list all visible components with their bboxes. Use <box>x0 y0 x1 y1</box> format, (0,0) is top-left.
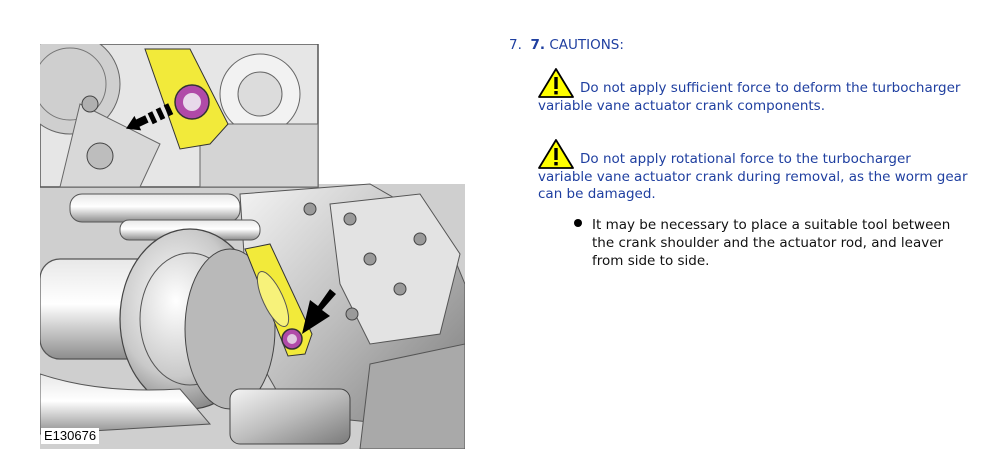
direction-arrow-icon <box>302 289 336 334</box>
procedure-step: 7. 7. CAUTIONS: <box>509 36 979 54</box>
caution-1-text: Do not apply sufficient force to deform … <box>538 80 961 114</box>
cautions-title: CAUTIONS: <box>549 37 624 53</box>
actuator-crank-highlight <box>244 243 313 357</box>
removal-arrow-icon <box>126 103 174 131</box>
step-number-bold: 7. <box>530 37 546 53</box>
turbocharger-illustration <box>40 44 465 449</box>
caution-1: Do not apply sufficient force to deform … <box>538 68 968 115</box>
inset-detail-view <box>40 44 319 188</box>
warning-triangle-icon <box>538 68 574 98</box>
step-number: 7. <box>509 37 522 53</box>
figure-id-label: E130676 <box>41 428 100 444</box>
warning-triangle-icon <box>538 139 574 169</box>
caution-2-text: Do not apply rotational force to the tur… <box>538 151 968 202</box>
step-heading: 7. 7. CAUTIONS: <box>509 36 979 54</box>
bullet-item: It may be necessary to place a suitable … <box>592 217 951 269</box>
bullet-icon <box>574 219 582 227</box>
caution-2: Do not apply rotational force to the tur… <box>538 139 968 202</box>
